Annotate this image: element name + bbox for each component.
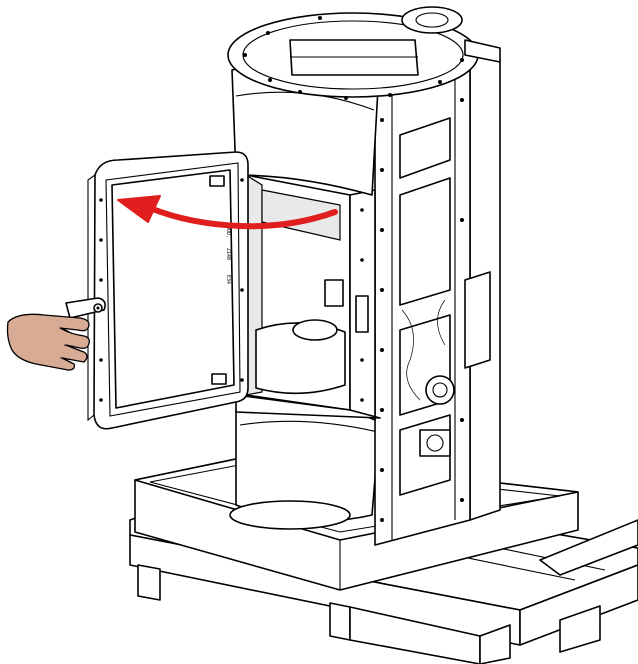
- stove-body: [235, 173, 381, 421]
- burn-pot: [255, 322, 346, 395]
- gearbox: [419, 429, 451, 457]
- door-label: MOD. Z140 E34: [225, 226, 231, 284]
- door-label-line: E34: [225, 275, 231, 284]
- flue-outlet: [401, 6, 463, 34]
- pallet-leg: [559, 605, 601, 653]
- rotate-arrow-icon: [117, 195, 338, 230]
- pallet-side-board: [519, 564, 638, 646]
- firebox-part: [324, 279, 344, 307]
- frame-opening: [399, 117, 451, 179]
- door-handle[interactable]: [65, 297, 106, 319]
- pallet-deck-board: [539, 519, 638, 576]
- firebox-ledge: [235, 394, 381, 419]
- hand-icon: [6, 313, 90, 371]
- stove-lower-bowl: [229, 405, 381, 530]
- door-label-line: MOD.: [225, 226, 231, 238]
- stove-frame: [374, 49, 501, 546]
- pallet-leg: [137, 564, 161, 601]
- pallet-leg: [329, 602, 351, 641]
- door-glass: [111, 169, 235, 409]
- motor: [425, 375, 455, 405]
- frame-opening: [399, 177, 451, 306]
- pallet-leg: [479, 624, 511, 664]
- stove-door-open: MOD. Z140 E34: [65, 151, 249, 430]
- door-label-line: Z140: [225, 248, 231, 260]
- stove-upper-cover: [227, 6, 501, 196]
- pallet-runner: [349, 606, 481, 664]
- side-bracket: [464, 271, 491, 369]
